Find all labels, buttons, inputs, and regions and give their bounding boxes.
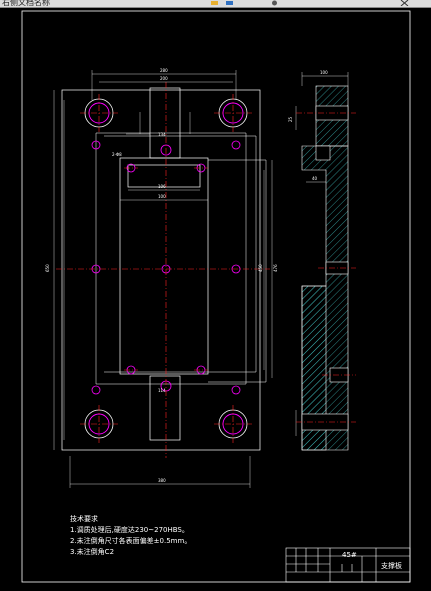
dim-slot-lower: 114 bbox=[158, 388, 166, 393]
dim-side-top-width: 100 bbox=[320, 70, 328, 75]
top-slot bbox=[149, 87, 181, 159]
notes-item-2: 2.未注倒角尺寸各表面偏差±0.5mm。 bbox=[70, 537, 192, 545]
inner-step bbox=[127, 164, 201, 188]
dim-slot-width: 106 bbox=[158, 184, 166, 189]
layer-icon[interactable] bbox=[210, 0, 219, 6]
dimension-labels: 280 200 134 106 100 380 650 476 450 114 … bbox=[45, 68, 328, 483]
dim-bottom-width: 380 bbox=[158, 478, 166, 483]
title-block bbox=[285, 547, 411, 583]
tools-icon[interactable] bbox=[270, 0, 279, 6]
toolbar-title: 右侧文档名称 bbox=[2, 0, 50, 7]
title-material: 45# bbox=[342, 551, 357, 559]
front-dimensions bbox=[53, 70, 273, 488]
dim-side-offset: 25 bbox=[288, 116, 293, 122]
dim-side-thickness: 40 bbox=[312, 176, 318, 181]
dim-hole-label: 2-Φ8 bbox=[112, 152, 122, 157]
dim-top-inner: 200 bbox=[160, 76, 168, 81]
drawing-frame bbox=[21, 10, 411, 583]
dim-overall-height: 650 bbox=[45, 264, 50, 272]
cad-toolbar: 右侧文档名称 bbox=[0, 0, 431, 8]
front-view bbox=[61, 87, 267, 451]
title-part-name: 支撑板 bbox=[381, 562, 402, 570]
properties-icon[interactable] bbox=[225, 0, 234, 6]
side-view bbox=[295, 72, 356, 451]
dim-slot-inner: 100 bbox=[158, 194, 166, 199]
dim-right-height: 476 bbox=[273, 264, 278, 272]
dim-top-width: 280 bbox=[160, 68, 168, 73]
dim-right-inner: 450 bbox=[258, 264, 263, 272]
dim-slot-upper: 134 bbox=[158, 132, 166, 137]
close-icon[interactable] bbox=[400, 0, 409, 6]
technical-notes: 技术要求 1.调质处理后,硬度达230~270HBS。 2.未注倒角尺寸各表面偏… bbox=[70, 514, 191, 558]
plate-outline bbox=[61, 89, 261, 451]
offset-lines bbox=[95, 132, 247, 385]
centerlines bbox=[56, 82, 270, 458]
notes-item-1: 1.调质处理后,硬度达230~270HBS。 bbox=[70, 526, 189, 534]
notes-heading: 技术要求 bbox=[70, 515, 98, 523]
notes-item-3: 3.未注倒角C2 bbox=[70, 548, 115, 556]
bottom-slot bbox=[149, 375, 181, 441]
